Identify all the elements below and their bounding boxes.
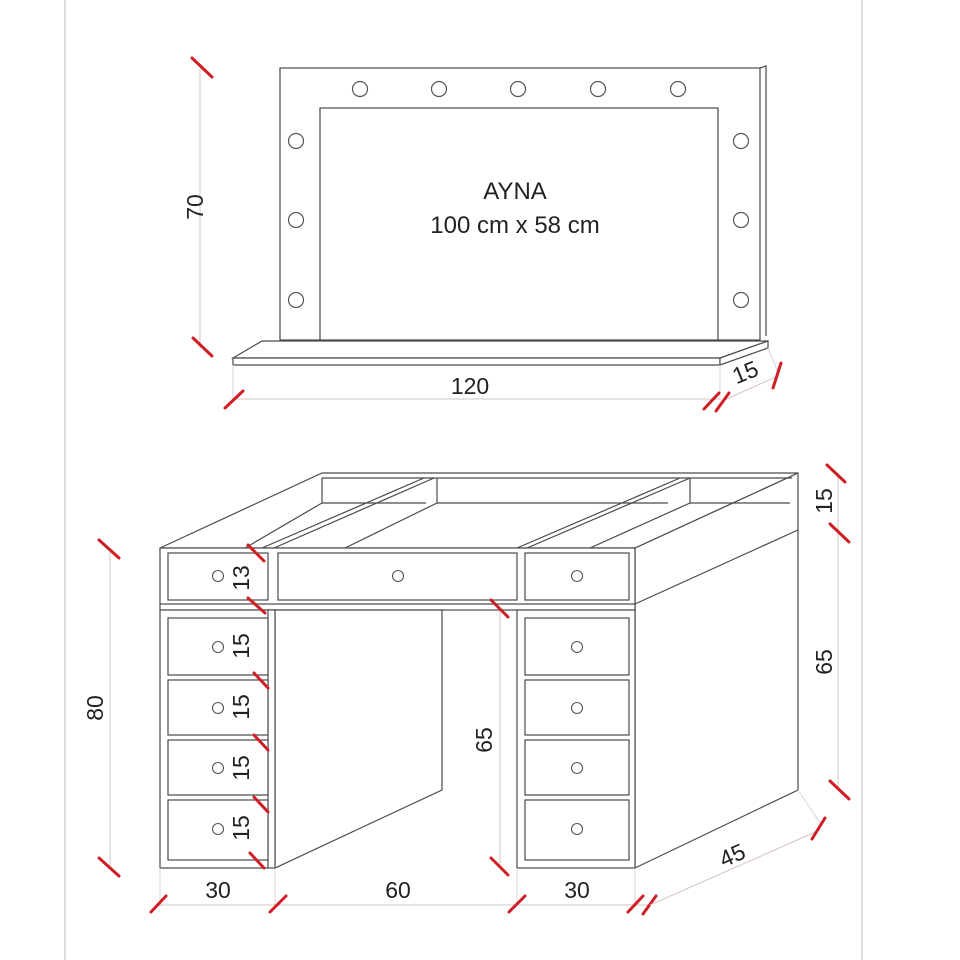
dimension-line-shelf-depth (721, 375, 779, 402)
mirror-shelf-front (232, 357, 721, 366)
drawer-height-label: 15 (228, 755, 254, 781)
knob-icon (211, 822, 225, 836)
bulb-icon (732, 211, 750, 229)
total-height-label: 80 (82, 695, 108, 721)
mirror-frame-depth (759, 65, 767, 336)
compartment-divider (261, 477, 425, 549)
dimension-tick (248, 851, 266, 870)
desk (159, 472, 799, 869)
compartment-edge (244, 502, 323, 549)
drawer-height-label: 15 (228, 633, 254, 659)
knob-icon (570, 569, 584, 583)
knob-icon (391, 569, 405, 583)
mirror-height-label: 70 (182, 194, 208, 220)
right-width-label: 30 (564, 877, 590, 903)
knob-icon (570, 701, 584, 715)
knob-icon (570, 822, 584, 836)
mirror-width-label: 120 (451, 373, 489, 399)
knob-icon (211, 640, 225, 654)
mirror-size: 100 cm x 58 cm (430, 212, 599, 239)
dimension-tick (828, 779, 851, 801)
mirror: AYNA 100 cm x 58 cm (230, 65, 769, 366)
dimension-tick (268, 894, 288, 914)
knee-height-label: 65 (471, 727, 497, 753)
dimension-tick (97, 856, 121, 878)
side-height-label: 65 (811, 649, 837, 675)
dimension-tick (252, 671, 270, 690)
dimension-tick (246, 543, 266, 563)
knob-icon (211, 761, 225, 775)
bulb-icon (509, 80, 527, 98)
dimension-tick (97, 538, 121, 560)
dimension-tick (626, 894, 645, 914)
top-drawer-height-label: 13 (228, 565, 254, 591)
mirror-bulbs (287, 80, 750, 309)
bulb-icon (287, 211, 305, 229)
bulb-icon (732, 132, 750, 150)
compartment-edge (589, 502, 691, 549)
extension-line (797, 789, 823, 827)
drawer-height-label: 15 (228, 815, 254, 841)
depth-label: 45 (715, 838, 749, 872)
bulb-icon (669, 80, 687, 98)
knob-icon (570, 761, 584, 775)
compartment-divider (273, 477, 435, 549)
dimension-tick (641, 894, 658, 916)
compartment-divider (516, 477, 681, 549)
dimension-tick (771, 361, 783, 390)
dimension-tick (810, 816, 827, 841)
dimension-tick (489, 598, 510, 619)
mirror-glass (319, 107, 719, 341)
desk-top-edge (159, 603, 636, 611)
extension-line (767, 347, 779, 373)
dimension-tick (190, 56, 214, 79)
center-width-label: 60 (385, 877, 411, 903)
mirror-shelf-top (230, 340, 769, 359)
bulb-icon (287, 291, 305, 309)
dimension-tick (714, 391, 731, 413)
bulb-icon (732, 291, 750, 309)
dimension-line-depth (649, 829, 821, 906)
dimension-tick (191, 336, 214, 358)
dimension-tick (223, 389, 245, 410)
dimension-tick (702, 391, 721, 411)
left-drawer (167, 617, 269, 676)
mirror-dimensions: 70 120 15 (182, 56, 783, 413)
desk-top-surface-edge (634, 529, 799, 605)
dimension-tick (252, 795, 270, 814)
compartment-edge (344, 502, 438, 549)
top-height-label: 15 (811, 488, 837, 514)
drawer-height-label: 15 (228, 694, 254, 720)
knob-icon (211, 569, 225, 583)
dimension-tick (489, 856, 510, 877)
dimension-tick (246, 596, 267, 615)
knob-icon (211, 701, 225, 715)
desk-dimensions: 80 13 15 15 15 15 65 15 65 (82, 463, 851, 916)
compartment-divider (526, 477, 691, 549)
mirror-title: AYNA (483, 178, 547, 205)
left-width-label: 30 (205, 877, 231, 903)
dimension-tick (828, 522, 851, 544)
bulb-icon (430, 80, 448, 98)
bulb-icon (351, 80, 369, 98)
dimension-tick (252, 733, 270, 752)
dimension-tick (149, 894, 168, 914)
dimension-tick (507, 894, 527, 914)
bulb-icon (589, 80, 607, 98)
bulb-icon (287, 132, 305, 150)
dimension-tick (825, 463, 847, 484)
knob-icon (570, 640, 584, 654)
left-pedestal-inner-side (274, 609, 443, 869)
